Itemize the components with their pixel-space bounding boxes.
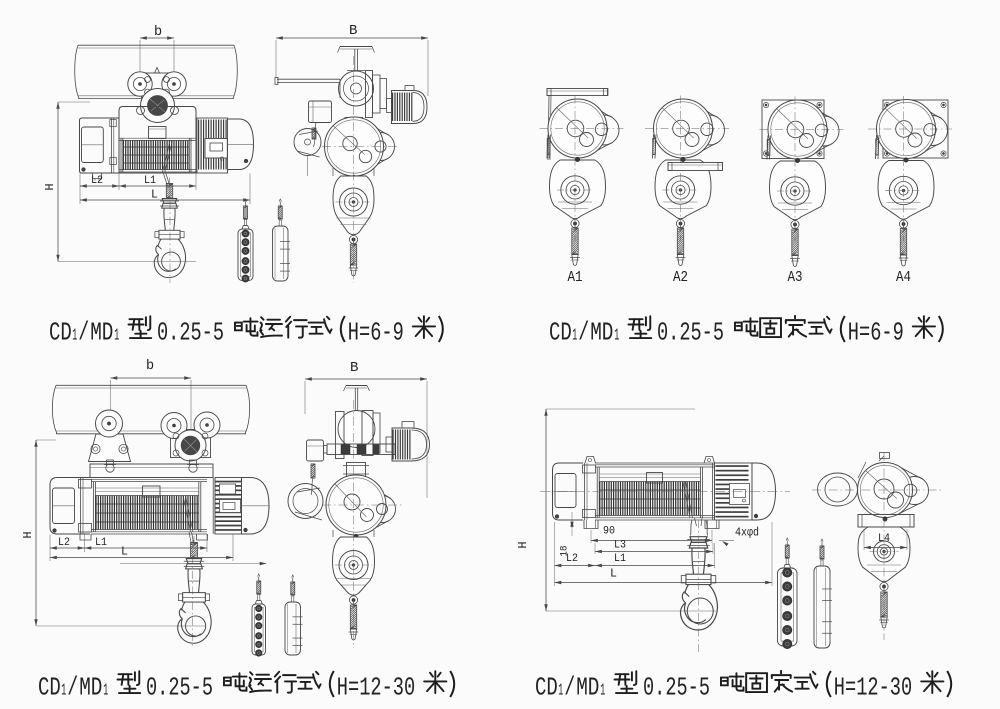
svg-text:H=6-9: H=6-9 (848, 318, 904, 348)
svg-text:/: / (578, 318, 589, 348)
svg-text:b: b (146, 359, 154, 374)
svg-text:L: L (151, 189, 158, 202)
svg-text:B: B (349, 23, 357, 39)
svg-text:18: 18 (560, 546, 571, 557)
svg-text:0.25-5: 0.25-5 (146, 673, 213, 703)
svg-text:MD: MD (590, 318, 613, 348)
svg-text:A3: A3 (788, 269, 803, 286)
svg-text:1: 1 (114, 327, 119, 346)
svg-text:L3: L3 (614, 540, 626, 552)
svg-text:A1: A1 (568, 269, 583, 286)
svg-text:H: H (21, 531, 35, 538)
svg-text:L: L (610, 568, 617, 581)
svg-text:0.25-5: 0.25-5 (157, 318, 224, 348)
svg-text:0.25-5: 0.25-5 (657, 318, 724, 348)
svg-text:L2: L2 (58, 537, 70, 549)
svg-text:H=12-30: H=12-30 (834, 673, 912, 703)
svg-text:MD: MD (90, 318, 113, 348)
svg-text:/: / (564, 673, 575, 703)
svg-text:H: H (516, 541, 530, 548)
svg-text:1: 1 (558, 682, 563, 701)
svg-text:MD: MD (576, 673, 599, 703)
svg-text:b: b (154, 25, 162, 40)
svg-text:1: 1 (600, 682, 605, 701)
svg-text:1: 1 (103, 682, 108, 701)
svg-text:B: B (350, 360, 358, 376)
svg-text:L2: L2 (91, 175, 103, 187)
svg-text:4xφd: 4xφd (735, 527, 759, 540)
svg-text:H: H (43, 183, 57, 190)
svg-text:1: 1 (72, 327, 77, 346)
svg-text:CD: CD (38, 673, 61, 703)
svg-text:1: 1 (614, 327, 619, 346)
svg-text:1: 1 (61, 682, 66, 701)
svg-text:L: L (121, 546, 128, 559)
svg-text:A4: A4 (896, 269, 911, 286)
svg-text:H=12-30: H=12-30 (337, 673, 415, 703)
svg-text:CD: CD (535, 673, 558, 703)
svg-text:A2: A2 (673, 269, 688, 286)
svg-text:L1: L1 (95, 537, 107, 549)
svg-text:1: 1 (572, 327, 577, 346)
svg-text:L2: L2 (566, 553, 578, 565)
svg-text:L1: L1 (614, 553, 626, 565)
svg-text:CD: CD (49, 318, 72, 348)
svg-text:MD: MD (79, 673, 102, 703)
svg-text:0.25-5: 0.25-5 (643, 673, 710, 703)
svg-text:/: / (67, 673, 78, 703)
svg-text:90: 90 (603, 526, 615, 538)
svg-text:/: / (78, 318, 89, 348)
svg-text:CD: CD (549, 318, 572, 348)
svg-text:L1: L1 (144, 175, 156, 187)
svg-text:H=6-9: H=6-9 (348, 318, 404, 348)
